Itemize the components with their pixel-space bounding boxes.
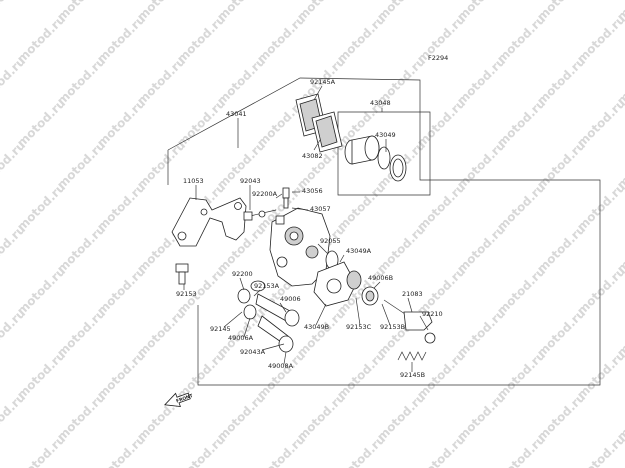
label-49006a: 49006A <box>228 334 254 342</box>
label-92043: 92043 <box>240 177 261 185</box>
bolt-92153 <box>175 263 189 285</box>
label-43048: 43048 <box>370 99 391 107</box>
label-43082: 43082 <box>302 152 323 160</box>
secondary-piston <box>313 250 362 307</box>
brake-pad-set <box>295 93 343 153</box>
diagram-code: F2294 <box>428 54 448 62</box>
label-43049: 43049 <box>375 131 396 139</box>
boot-49006b <box>361 286 379 306</box>
spring-92145b <box>397 351 427 361</box>
label-11053: 11053 <box>183 177 204 185</box>
label-43049b: 43049B <box>304 323 329 331</box>
piston-and-seals <box>344 135 407 182</box>
leader-lines <box>183 85 429 372</box>
callout-labels: 92145A 43041 43048 43049 43082 11053 920… <box>176 78 443 379</box>
label-92145a: 92145A <box>310 78 336 86</box>
piston-kit-box <box>337 111 431 196</box>
label-92200: 92200 <box>232 270 253 278</box>
label-92153c: 92153C <box>346 323 372 331</box>
label-43049a: 43049A <box>346 247 372 255</box>
caliper-bracket <box>171 197 247 247</box>
front-label: FRONT <box>175 393 194 405</box>
label-92153a: 92153A <box>254 282 280 290</box>
label-92210: 92210 <box>422 310 443 318</box>
label-92145: 92145 <box>210 325 231 333</box>
label-49006b: 49006B <box>368 274 393 282</box>
label-92043a: 92043A <box>240 348 266 356</box>
bleeder-valve <box>282 187 290 209</box>
label-49006: 49006 <box>280 295 301 303</box>
label-92200a: 92200A <box>252 190 278 198</box>
slide-pin-set <box>237 280 300 353</box>
label-43056: 43056 <box>302 187 323 195</box>
label-92153b: 92153B <box>380 323 405 331</box>
label-43041: 43041 <box>226 110 247 118</box>
label-92055: 92055 <box>320 237 341 245</box>
assembly-frame <box>167 77 601 386</box>
label-49008a: 49008A <box>268 362 294 370</box>
label-43057: 43057 <box>310 205 331 213</box>
bolt-92043 <box>243 209 277 221</box>
front-direction-arrow: FRONT <box>164 392 195 408</box>
label-92145b: 92145B <box>400 371 425 379</box>
pin-21083 <box>383 299 436 344</box>
label-21083: 21083 <box>402 290 423 298</box>
label-92153: 92153 <box>176 290 197 298</box>
